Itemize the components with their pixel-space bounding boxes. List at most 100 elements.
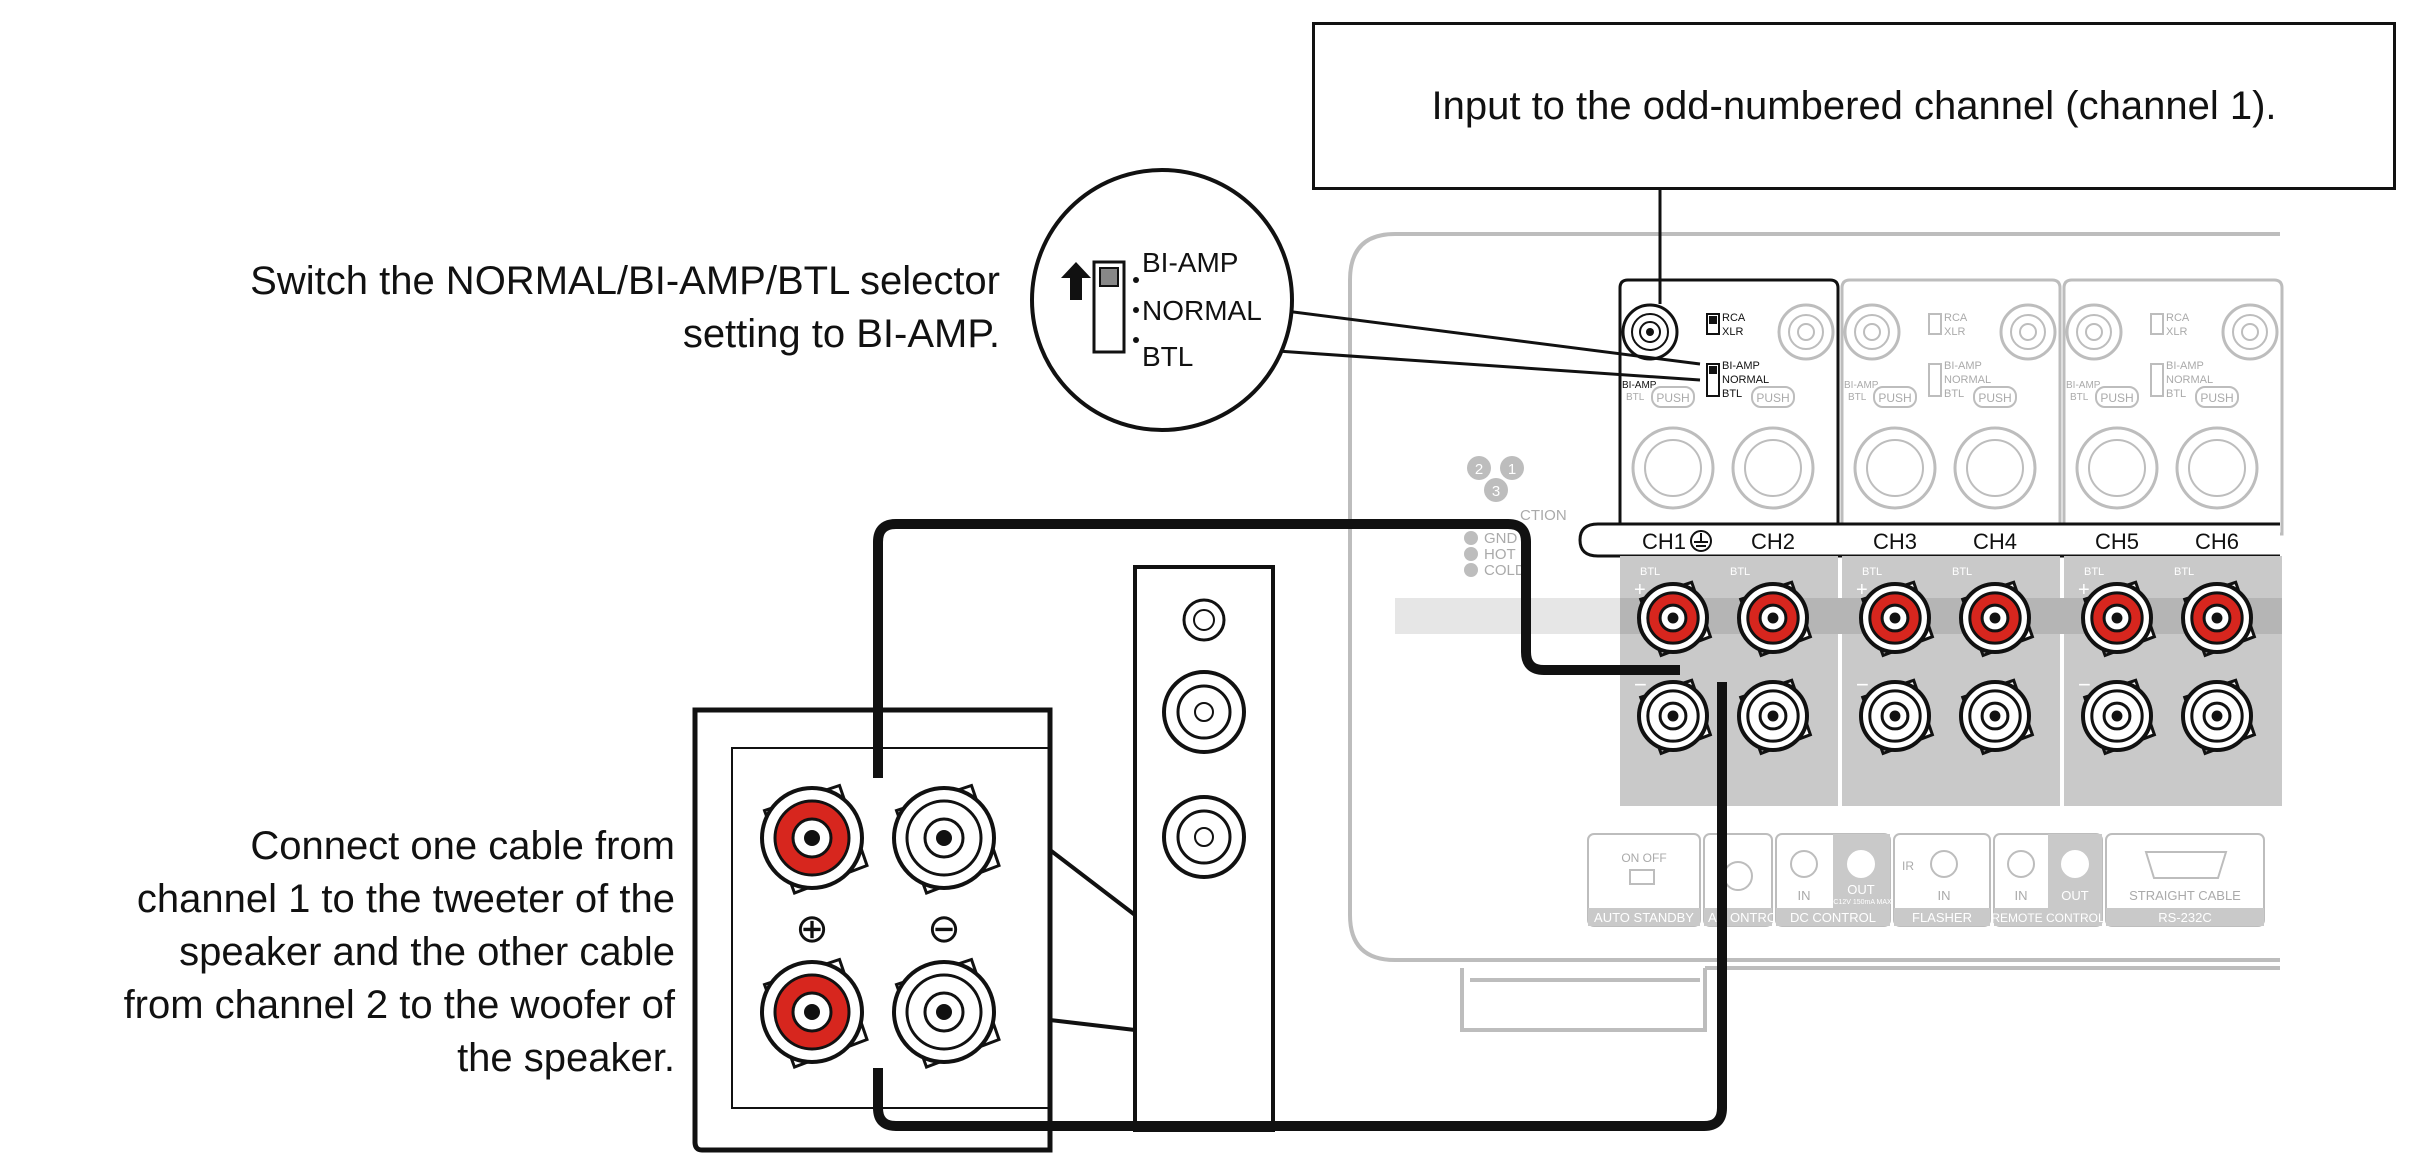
connection-instruction-line-1: Connect one cable from (250, 824, 675, 868)
terminal-minus-mark-3: − (2078, 672, 2091, 697)
ch4-minus-terminal (1959, 678, 2035, 756)
dc-control-rating-label: DC12V 150mA MAX. (1828, 899, 1893, 906)
arrow-up-icon (1061, 262, 1091, 300)
ch1-plus-terminal (1637, 580, 1713, 658)
flasher-ir-label: IR (1902, 859, 1914, 873)
ch6-minus-terminal (2181, 678, 2257, 756)
module-2-push-a: PUSH (1878, 391, 1911, 405)
remote-control-in-label: IN (2015, 888, 2028, 903)
module-3-rca-label: RCA (2166, 312, 2190, 324)
module-2-push-b: PUSH (1978, 391, 2011, 405)
xlr-pin-2: 2 (1475, 461, 1483, 478)
pin-legend-gnd: GND (1484, 530, 1518, 547)
module-2-biamp-label: BI-AMP (1944, 360, 1982, 372)
selector-option-biamp: BI-AMP (1142, 247, 1238, 278)
woofer-cable (873, 682, 1727, 1131)
channel-label-strip: CH1 CH2 CH3 CH4 CH5 CH6 (1578, 522, 2280, 558)
remote-control-label: REMOTE CONTROL (1991, 911, 2105, 925)
module-1-push-a: PUSH (1656, 391, 1689, 405)
xlr-pin-3: 3 (1492, 483, 1500, 500)
btl-mark-6: BTL (2174, 566, 2194, 578)
speaker-tweeter-minus-terminal (892, 783, 1001, 895)
module-3-btl-label: BTL (2166, 388, 2186, 400)
ch3-label: CH3 (1873, 529, 1917, 554)
selector-option-btl: BTL (1142, 341, 1193, 372)
selector-instruction: Switch the NORMAL/BI-AMP/BTL selector se… (60, 255, 1000, 361)
module-3-side-biamp: BI-AMP (2066, 380, 2101, 391)
speaker-cables (873, 519, 1727, 1131)
selector-option-normal: NORMAL (1142, 295, 1262, 326)
tweeter-cable (873, 519, 1680, 778)
ch6-plus-terminal (2181, 580, 2257, 658)
dc-control-in-label: IN (1798, 888, 1811, 903)
input-note-text: Input to the odd-numbered channel (chann… (1431, 83, 2277, 128)
rs232c-port-icon (2144, 851, 2228, 879)
module-2-xlr-label: XLR (1944, 326, 1965, 338)
module-1-side-btl: BTL (1626, 392, 1645, 403)
speaker-woofer-plus-terminal (760, 957, 869, 1069)
pin-legend-title: CTION (1520, 507, 1567, 524)
ch5-minus-terminal (2081, 678, 2157, 756)
connection-instruction-line-2: channel 1 to the tweeter of the (136, 877, 675, 921)
ch2-minus-terminal (1737, 678, 1813, 756)
module-1-side-biamp: BI-AMP (1622, 380, 1657, 391)
input-note-callout: Input to the odd-numbered channel (chann… (1312, 22, 2396, 190)
channel-module-1-2: RCA XLR BI-AMP NORMAL BTL BI-AMP BTL PUS… (1618, 278, 1840, 536)
channel-modules: RCA XLR BI-AMP NORMAL BTL BI-AMP BTL PUS… (1618, 278, 2284, 536)
auto-standby-switch-label: ON OFF (1621, 851, 1666, 865)
btl-mark-5: BTL (2084, 566, 2104, 578)
selector-zoom: BI-AMP NORMAL BTL (1030, 168, 1701, 432)
amplifier-chassis (1348, 232, 2280, 1032)
module-1-normal-label: NORMAL (1722, 374, 1769, 386)
auto-standby-label: AUTO STANDBY (1594, 910, 1694, 925)
module-1-xlr-label: XLR (1722, 326, 1743, 338)
module-2-normal-label: NORMAL (1944, 374, 1991, 386)
ch4-label: CH4 (1973, 529, 2017, 554)
rs232c-label: RS-232C (2158, 910, 2211, 925)
module-3-normal-label: NORMAL (2166, 374, 2213, 386)
module-1-biamp-label: BI-AMP (1722, 360, 1760, 372)
terminal-plus-mark-2: + (1856, 579, 1868, 601)
ch3-minus-terminal (1859, 678, 1935, 756)
control-panel: ON OFF AUTO STANDBY A ONTROL IN OUT DC12… (1587, 833, 2265, 927)
module-2-side-biamp: BI-AMP (1844, 380, 1879, 391)
terminal-posts (760, 580, 2257, 1069)
module-2-rca-label: RCA (1944, 312, 1968, 324)
ch3-plus-terminal (1859, 580, 1935, 658)
audio-control-partial-label: A (1708, 910, 1717, 925)
terminal-minus-mark-2: − (1856, 672, 1869, 697)
terminal-plus-mark-3: + (2078, 579, 2090, 601)
module-3-push-a: PUSH (2100, 391, 2133, 405)
ch1-label: CH1 (1642, 529, 1686, 554)
selector-instruction-line-1: Switch the NORMAL/BI-AMP/BTL selector (250, 259, 1000, 303)
ch5-plus-terminal (2081, 580, 2157, 658)
module-3-xlr-label: XLR (2166, 326, 2187, 338)
module-2-side-btl: BTL (1848, 392, 1867, 403)
ch5-label: CH5 (2095, 529, 2139, 554)
audio-control-tail-label: ONTROL (1730, 910, 1784, 925)
channel-module-3-4: RCA XLR BI-AMP NORMAL BTL BI-AMP BTL PUS… (1840, 278, 2062, 536)
terminal-minus-mark-1: − (1634, 672, 1647, 697)
pin-legend-hot: HOT (1484, 546, 1516, 563)
btl-mark-3: BTL (1862, 566, 1882, 578)
pin-legend-cold: COLD (1484, 562, 1526, 579)
connection-instruction-line-3: speaker and the other cable (179, 930, 675, 974)
module-1-push-b: PUSH (1756, 391, 1789, 405)
flasher-in-label: IN (1938, 888, 1951, 903)
module-3-push-b: PUSH (2200, 391, 2233, 405)
module-3-side-btl: BTL (2070, 392, 2089, 403)
dc-control-label: DC CONTROL (1790, 910, 1876, 925)
speaker-plus-symbol: ⊕ (795, 907, 829, 951)
ch1-minus-terminal (1637, 678, 1713, 756)
selector-instruction-line-2: setting to BI-AMP. (682, 312, 1000, 356)
btl-mark-1: BTL (1640, 566, 1660, 578)
module-3-biamp-label: BI-AMP (2166, 360, 2204, 372)
straight-cable-label: STRAIGHT CABLE (2129, 888, 2241, 903)
connection-instruction: Connect one cable from channel 1 to the … (40, 820, 675, 1085)
ch2-label: CH2 (1751, 529, 1795, 554)
module-1-rca-label: RCA (1722, 312, 1746, 324)
ch6-label: CH6 (2195, 529, 2239, 554)
connection-instruction-line-4: from channel 2 to the woofer of (123, 983, 675, 1027)
